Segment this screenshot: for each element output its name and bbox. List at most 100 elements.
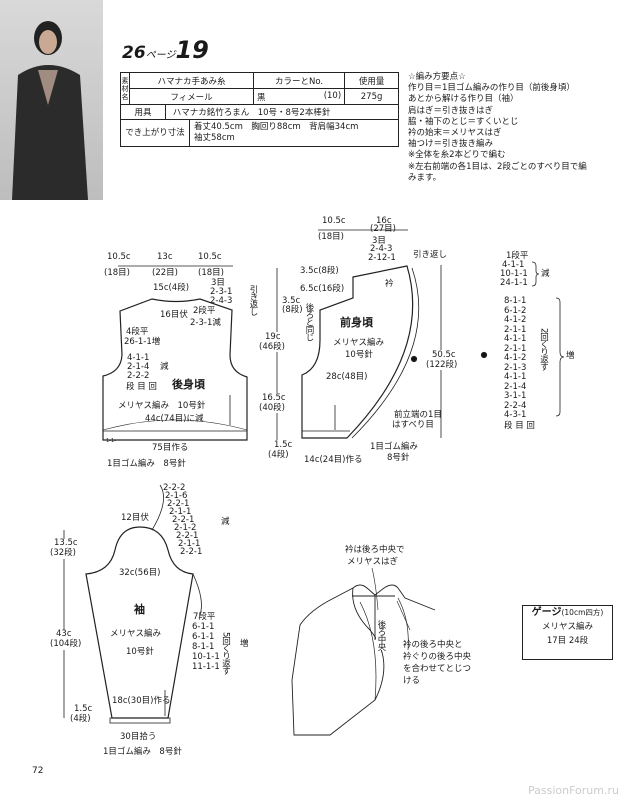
pattern-number: 19 [175, 36, 209, 64]
note-label: はすべり目 [392, 420, 434, 430]
dim-label: 19c [265, 332, 281, 342]
page-number: 72 [32, 766, 44, 776]
shaping-row: 6-1-1 [192, 622, 215, 632]
stitch-label: メリヤス編み [333, 338, 385, 348]
dim-label: 3.5c(8段) [300, 266, 339, 276]
shaping-label: 26-1-1増 [124, 337, 161, 347]
note-line: 肩はぎ＝引き抜きはぎ [408, 105, 494, 116]
rib-label: 1目ゴム編み 8号針 [103, 747, 182, 757]
sleeve-outline [63, 484, 202, 724]
shaping-label: 2-1-4 [127, 362, 150, 372]
shaping-row: 7段平 [193, 612, 216, 622]
shaping-row: 2-1-6 [165, 491, 188, 501]
note-line: 作り目＝1目ゴム編みの作り目（前後身頃） [408, 83, 575, 94]
shaping-label: 2-4-3 [370, 244, 393, 254]
needle-label: 10号針 [345, 350, 373, 360]
note-label: 後ろ中央 [376, 620, 386, 650]
shaping-row: 2-1-1 [504, 324, 527, 335]
shaping-label: 2-2-2 [127, 371, 150, 381]
dim-label: 44c(74目)に減 [145, 414, 204, 424]
dim-label: (46段) [259, 342, 285, 352]
shaping-row: 2-1-3 [504, 362, 527, 373]
shaping-label: 引き返し [248, 285, 258, 315]
note-line: みます。 [408, 172, 442, 183]
note-line: 衿の始末＝メリヤスはぎ [408, 128, 502, 139]
dim-label: 28c(48目) [326, 372, 368, 382]
legend-label: 段 目 回 [504, 421, 535, 431]
note-label: ける [403, 676, 421, 686]
page-title: 26ページ19 [122, 36, 209, 64]
dim-label: 1.5c [274, 440, 293, 450]
shaping-row: 8-1-1 [192, 642, 215, 652]
dim-label: (32段) [50, 548, 76, 559]
rib-label: 1目ゴム編み [370, 442, 418, 452]
stitch-label: メリヤス編み [110, 629, 162, 639]
shaping-row: 2-2-4 [504, 400, 527, 411]
front-marker-dot [410, 355, 418, 363]
shaping-label: 4段平 [126, 327, 149, 337]
shaping-label: 12目伏 [121, 513, 149, 523]
note-line: 袖つけ＝引き抜き編み [408, 139, 494, 150]
note-label: 衿の後ろ中央と [403, 640, 463, 650]
shaping-row: 4-1-1 [502, 260, 525, 270]
jacket-sketch [291, 567, 436, 736]
dim-label: (40段) [259, 403, 285, 413]
dim-label: (18目) [318, 232, 344, 242]
shaping-row: 2-2-2 [163, 483, 186, 493]
rib-mark: 1-1- [106, 438, 116, 444]
shaping-row: 10-1-1 [500, 269, 528, 279]
dim-label: (27目) [370, 224, 396, 234]
needle-label: 10号針 [126, 647, 154, 657]
dim-label: 13c [157, 252, 173, 262]
back-body-outline [102, 265, 248, 441]
note-label: を合わせてとじつ [403, 664, 472, 674]
shaping-label: 2-3-1 [210, 287, 233, 297]
dim-label: (104段) [50, 639, 82, 650]
gauge-stitch: メリヤス編み [541, 622, 593, 632]
watermark: PassionForum.ru [528, 784, 619, 797]
shaping-row: 8-1-1 [504, 296, 527, 306]
shaping-row: 6-1-2 [504, 305, 527, 316]
shaping-row: 4-1-1 [504, 372, 527, 382]
rib-label: 8号針 [387, 453, 410, 463]
repeat-label: 5回くり返す [220, 632, 231, 674]
shaping-label: 増 [566, 351, 575, 361]
shaping-row: 10-1-1 [192, 652, 220, 662]
shaping-marker-dot [480, 351, 488, 359]
cast-on-label: 18c(30目)作る [112, 696, 171, 706]
shaping-row: 2-2-1 [180, 547, 203, 557]
shaping-row: 2-2-1 [167, 499, 190, 509]
shaping-row: 2-1-2 [174, 523, 197, 533]
shaping-row: 2-2-1 [172, 515, 195, 525]
rib-label: 1目ゴム編み 8号針 [107, 459, 186, 469]
dim-label: (22目) [152, 268, 178, 278]
dim-label: 15c(4段) [153, 283, 190, 293]
dim-label: (8段) [282, 305, 303, 315]
legend-label: 段 目 回 [126, 382, 157, 392]
dim-label: 43c [56, 629, 72, 640]
shaping-row: 2-1-1 [178, 539, 201, 549]
dim-label: 10.5c [198, 252, 222, 262]
piece-title: 袖 [134, 603, 145, 616]
shaping-row: 6-1-1 [192, 632, 215, 642]
materials-table: 素材名 ハマナカ手あみ糸 カラーとNo. 使用量 フィメール 黒(10) 275… [120, 72, 399, 147]
dim-label: (18目) [198, 268, 224, 278]
dim-label: 50.5c [432, 350, 456, 360]
shaping-label: 2-12-1 [368, 253, 396, 263]
dim-label: (122段) [426, 360, 458, 370]
note-label: 前立端の1目 [394, 410, 442, 420]
shaping-row: 3-1-1 [504, 391, 527, 401]
note-label: 衿ぐりの後ろ中央 [403, 652, 472, 662]
stitch-label: メリヤス編み 10号針 [118, 401, 206, 411]
piece-title: 後身頃 [172, 378, 205, 391]
note-line: ☆編み方要点☆ [408, 72, 466, 82]
gauge-box: ゲージ(10cm四方) メリヤス編み 17目 24段 [522, 605, 613, 660]
shaping-row: 4-3-1 [504, 410, 527, 420]
shaping-row: 4-1-2 [504, 353, 527, 363]
note-line: あとから解ける作り目（袖） [408, 94, 519, 105]
shaping-label: 増 [240, 639, 249, 649]
shaping-label: 3目 [372, 236, 386, 246]
dim-label: 1.5c [74, 704, 93, 714]
